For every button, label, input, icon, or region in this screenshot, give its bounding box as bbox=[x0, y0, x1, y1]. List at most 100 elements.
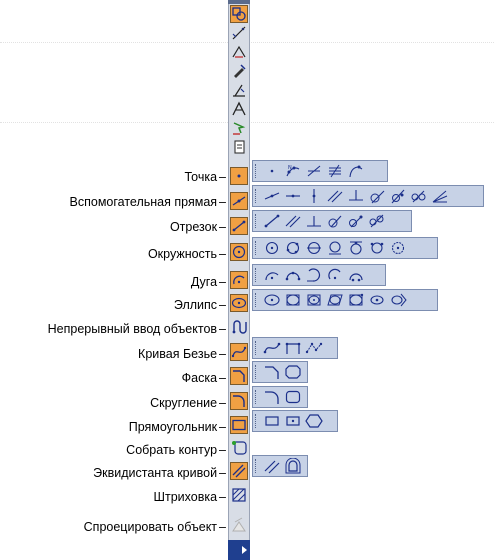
label-circle: Окружность– bbox=[147, 247, 226, 261]
rectangle-subbar bbox=[252, 410, 338, 432]
equidistant-button[interactable] bbox=[230, 462, 248, 480]
segment-button[interactable] bbox=[230, 217, 248, 235]
parametrization-panel-icon[interactable] bbox=[230, 81, 248, 99]
fillet-button[interactable] bbox=[230, 392, 248, 410]
rectangle-button[interactable] bbox=[230, 416, 248, 434]
horizontal-line-icon[interactable] bbox=[282, 187, 303, 205]
tangent-line-two-curves-icon[interactable] bbox=[387, 187, 408, 205]
subbar-grip bbox=[255, 459, 259, 473]
equidistant-contour-icon[interactable] bbox=[282, 457, 303, 475]
ellipse-tangent-icon[interactable] bbox=[366, 291, 387, 309]
fillet-icon[interactable] bbox=[261, 388, 282, 406]
ellipse-diagonal-box-icon[interactable] bbox=[282, 291, 303, 309]
rectangle-icon[interactable] bbox=[261, 412, 282, 430]
label-aux-line: Вспомогательная прямая– bbox=[69, 195, 226, 209]
arrow-right-icon bbox=[242, 546, 247, 554]
vertical-line-icon[interactable] bbox=[303, 187, 324, 205]
point-icon[interactable] bbox=[261, 162, 282, 180]
ellipse-parallelogram-icon[interactable] bbox=[324, 291, 345, 309]
bezier-curve-icon[interactable] bbox=[261, 339, 282, 357]
chamfer-contour-icon[interactable] bbox=[282, 363, 303, 381]
designations-panel-icon[interactable] bbox=[230, 43, 248, 61]
circle-three-points-icon[interactable] bbox=[282, 239, 303, 257]
equidistant-subbar bbox=[252, 455, 308, 477]
point-on-distance-icon[interactable] bbox=[345, 162, 366, 180]
circle-center-icon[interactable] bbox=[261, 239, 282, 257]
circle-center-on-object-icon[interactable] bbox=[303, 239, 324, 257]
label-fillet: Скругление– bbox=[150, 396, 226, 410]
spec-panel-icon[interactable] bbox=[230, 138, 248, 156]
equidistant-curve-icon[interactable] bbox=[261, 457, 282, 475]
label-bezier: Кривая Безье– bbox=[138, 347, 226, 361]
arc-two-points-icon[interactable] bbox=[324, 266, 345, 284]
bezier-button[interactable] bbox=[230, 343, 248, 361]
circle-tangent-curve-icon[interactable] bbox=[324, 239, 345, 257]
aux-line-two-points-icon[interactable] bbox=[261, 187, 282, 205]
select-panel-icon[interactable] bbox=[230, 119, 248, 137]
tangent-line-icon[interactable] bbox=[366, 187, 387, 205]
subbar-grip bbox=[255, 414, 259, 428]
multiple-intersections-icon[interactable] bbox=[324, 162, 345, 180]
segment-icon[interactable] bbox=[261, 212, 282, 230]
ellipse-button[interactable] bbox=[230, 294, 248, 312]
points-on-curve-icon[interactable]: N bbox=[282, 162, 303, 180]
polygon-icon[interactable] bbox=[303, 412, 324, 430]
measure-panel-icon[interactable] bbox=[230, 100, 248, 118]
perpendicular-line-icon[interactable] bbox=[345, 187, 366, 205]
label-hatch: Штриховка– bbox=[153, 490, 226, 504]
bisector-icon[interactable] bbox=[429, 187, 450, 205]
ellipse-center-box-icon[interactable] bbox=[303, 291, 324, 309]
chamfer-icon[interactable] bbox=[261, 363, 282, 381]
geometry-panel-icon[interactable] bbox=[230, 5, 248, 23]
collect-contour-button[interactable] bbox=[230, 439, 248, 457]
circle-two-points-icon[interactable] bbox=[387, 239, 408, 257]
circle-tangent-three-curves-icon[interactable] bbox=[366, 239, 387, 257]
nurbs-curve-icon[interactable] bbox=[303, 339, 324, 357]
dimensions-panel-icon[interactable] bbox=[230, 24, 248, 42]
circle-tangent-two-curves-icon[interactable] bbox=[345, 239, 366, 257]
ellipse-subbar bbox=[252, 289, 438, 311]
aux-line-subbar bbox=[252, 185, 484, 207]
continuous-input-button[interactable] bbox=[230, 318, 248, 336]
tangent-two-circles-icon[interactable] bbox=[408, 187, 429, 205]
tangent-segment-two-curves-icon[interactable] bbox=[345, 212, 366, 230]
arc-button[interactable] bbox=[230, 271, 248, 289]
toolbar-scroll-button[interactable] bbox=[228, 540, 250, 560]
segment-two-circles-icon[interactable] bbox=[366, 212, 387, 230]
chamfer-button[interactable] bbox=[230, 367, 248, 385]
polyline-icon[interactable] bbox=[282, 339, 303, 357]
segment-subbar bbox=[252, 210, 412, 232]
label-chamfer: Фаска– bbox=[181, 371, 226, 385]
label-equidistant: Эквидистанта кривой– bbox=[93, 466, 226, 480]
project-object-button[interactable] bbox=[230, 516, 248, 534]
chamfer-subbar bbox=[252, 361, 308, 383]
arc-tangent-icon[interactable] bbox=[303, 266, 324, 284]
hatch-button[interactable] bbox=[230, 486, 248, 504]
perpendicular-segment-icon[interactable] bbox=[303, 212, 324, 230]
ellipse-icon[interactable] bbox=[261, 291, 282, 309]
svg-text:N: N bbox=[288, 165, 292, 171]
parallel-line-icon[interactable] bbox=[324, 187, 345, 205]
aux-line-button[interactable] bbox=[230, 192, 248, 210]
ellipse-inscribed-icon[interactable] bbox=[345, 291, 366, 309]
point-button[interactable] bbox=[230, 167, 248, 185]
fillet-subbar bbox=[252, 386, 308, 408]
subbar-grip bbox=[255, 268, 259, 282]
label-segment: Отрезок– bbox=[169, 220, 226, 234]
subbar-grip bbox=[255, 365, 259, 379]
circle-button[interactable] bbox=[230, 243, 248, 261]
arc-two-points-angle-icon[interactable] bbox=[345, 266, 366, 284]
edit-panel-icon[interactable] bbox=[230, 62, 248, 80]
point-intersection-icon[interactable] bbox=[303, 162, 324, 180]
ellipse-tangent-two-curves-icon[interactable] bbox=[387, 291, 408, 309]
subbar-grip bbox=[255, 241, 259, 255]
tangent-segment-icon[interactable] bbox=[324, 212, 345, 230]
rectangle-center-icon[interactable] bbox=[282, 412, 303, 430]
arc-three-points-icon[interactable] bbox=[282, 266, 303, 284]
label-project: Спроецировать объект– bbox=[83, 520, 226, 534]
fillet-contour-icon[interactable] bbox=[282, 388, 303, 406]
label-continuous: Непрерывный ввод объектов– bbox=[47, 322, 226, 336]
parallel-segment-icon[interactable] bbox=[282, 212, 303, 230]
subbar-grip bbox=[255, 214, 259, 228]
arc-center-icon[interactable] bbox=[261, 266, 282, 284]
